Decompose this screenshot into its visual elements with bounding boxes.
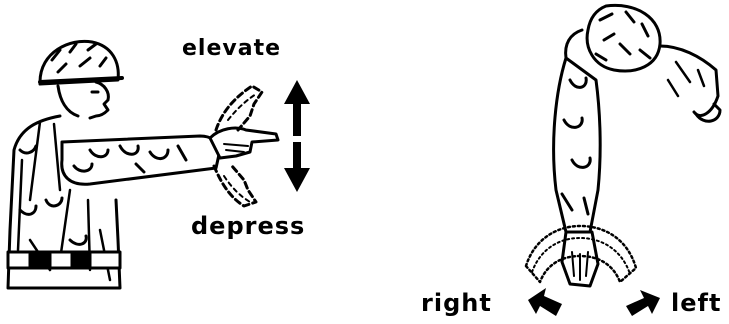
face [88, 80, 110, 120]
pointing-hand [208, 126, 280, 160]
helmet-top [585, 3, 662, 73]
left-label: left [671, 289, 722, 317]
motion-hand-up [214, 84, 264, 132]
motion-arc [524, 224, 638, 284]
hanging-arm [552, 56, 602, 234]
arrow-left-icon [528, 288, 562, 316]
right-label: right [421, 289, 492, 317]
arrow-down-icon [284, 142, 310, 192]
arrow-right-icon [626, 290, 660, 316]
motion-hand-down [212, 164, 258, 208]
elevate-label: elevate [182, 36, 282, 61]
pointing-arm [60, 134, 222, 186]
soldier-overhead-figure [524, 3, 722, 288]
soldier-pointing-figure [6, 39, 280, 290]
arrow-up-icon [284, 80, 310, 136]
depress-label: depress [191, 212, 306, 240]
